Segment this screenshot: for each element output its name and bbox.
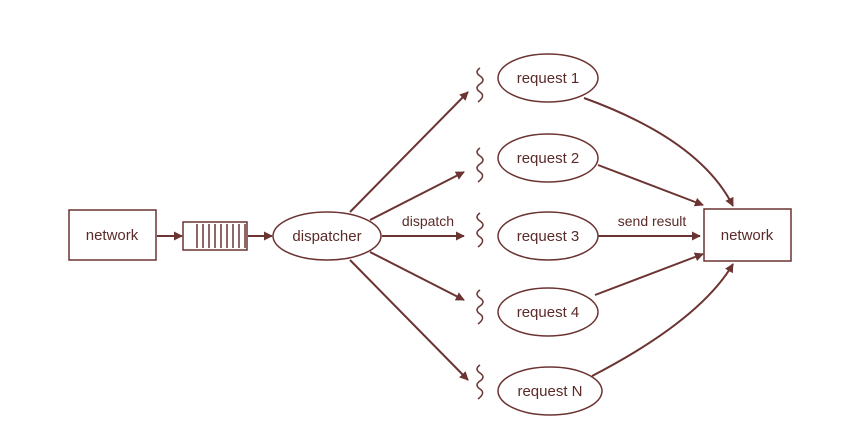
- thread-squiggle-icon: [476, 289, 484, 325]
- request-label-3: request 3: [517, 228, 580, 245]
- network-source-label: network: [86, 227, 139, 244]
- request-node-4: request 4: [497, 287, 599, 337]
- result-arrow-2: [597, 164, 704, 207]
- queue-icon: [182, 221, 248, 251]
- thread-squiggle-icon: [476, 364, 484, 400]
- network-source: network: [68, 209, 157, 261]
- result-arrows: [583, 97, 734, 377]
- request-node-n: request N: [497, 366, 603, 416]
- thread-squiggle-icon: [476, 147, 484, 183]
- send-result-label: send result: [618, 213, 687, 229]
- dispatch-label: dispatch: [402, 213, 454, 229]
- request-node-2: request 2: [497, 133, 599, 183]
- dispatcher-node: dispatcher: [272, 211, 382, 261]
- result-arrow-1: [583, 97, 734, 207]
- request-node-3: request 3: [497, 211, 599, 261]
- request-node-1: request 1: [497, 53, 599, 103]
- network-destination-box: [703, 208, 792, 262]
- network-destination: network: [703, 208, 792, 262]
- request-label-4: request 4: [517, 304, 580, 321]
- network-source-box: [68, 209, 157, 261]
- dispatch-arrow-4: [369, 251, 465, 301]
- request-label-1: request 1: [517, 70, 580, 87]
- dispatch-arrow-1: [349, 91, 469, 213]
- result-arrow-4: [594, 252, 704, 296]
- dispatcher-ellipse: [272, 211, 382, 261]
- dispatch-arrows: [349, 91, 469, 381]
- dispatch-arrow-5: [349, 259, 469, 381]
- request-label-2: request 2: [517, 150, 580, 167]
- thread-squiggle-icon: [476, 212, 484, 248]
- result-arrow-n: [591, 263, 734, 377]
- request-label-n: request N: [517, 383, 582, 400]
- network-destination-label: network: [721, 227, 774, 244]
- dispatcher-label: dispatcher: [292, 228, 361, 245]
- thread-squiggle-icon: [476, 67, 484, 103]
- dispatch-arrow-2: [369, 171, 465, 221]
